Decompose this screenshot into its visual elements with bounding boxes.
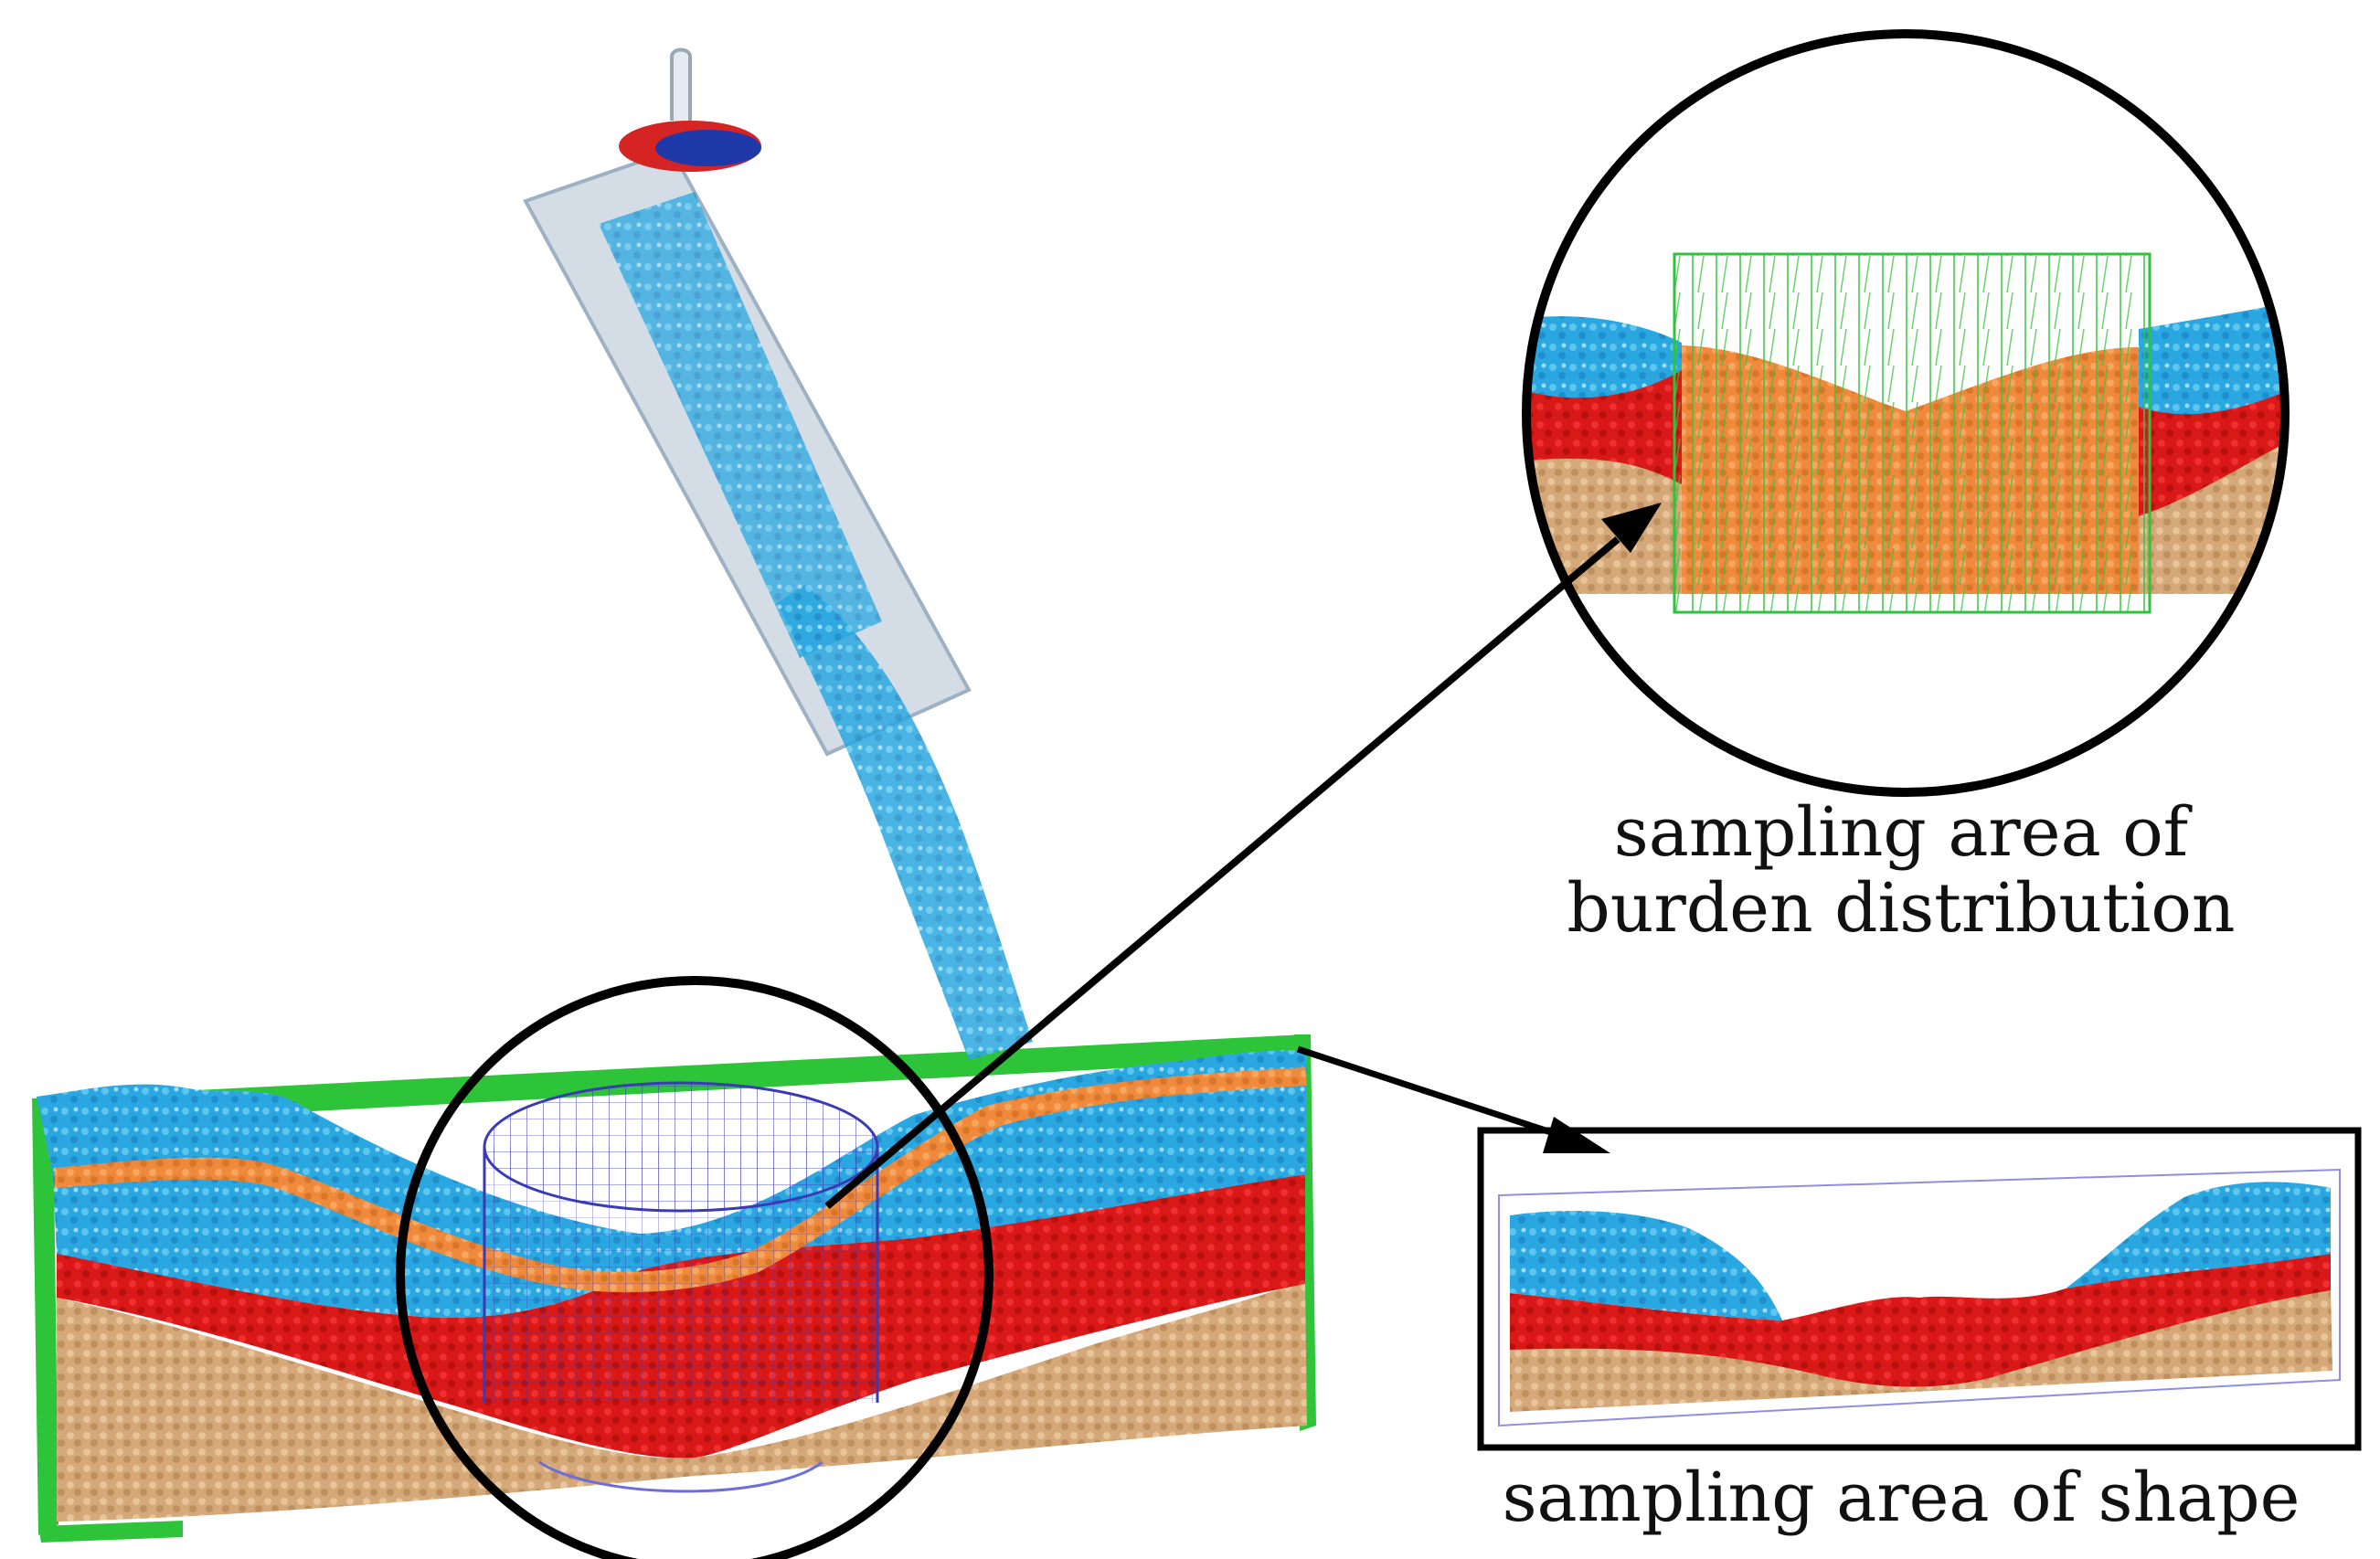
burden-zoom [1522,29,2290,797]
shape-box [1477,1127,2362,1451]
arrow-to-burden [824,503,1662,1210]
shape-red-layer [1510,1252,2331,1387]
shape-caption: sampling area of shape [1502,1458,2300,1537]
particle-stream [777,585,1033,1060]
burden-caption: sampling area of burden distribution [1517,795,2285,947]
shape-tan-layer [1510,1289,2332,1412]
chute [523,48,972,757]
orange-layer [55,1067,1307,1293]
main-simulation [32,48,1316,1559]
burden-caption-line2: burden distribution [1567,868,2236,948]
arrow-to-shape [1296,1045,1610,1153]
shape-blue-layer [1510,1211,1782,1320]
burden-zoom-circle [1522,29,2290,797]
burden-caption-line1: sampling area of [1613,793,2189,872]
tan-layer [57,1279,1307,1522]
bed-magnifier-circle [396,976,993,1559]
mesh-cylinder [483,1081,879,1493]
